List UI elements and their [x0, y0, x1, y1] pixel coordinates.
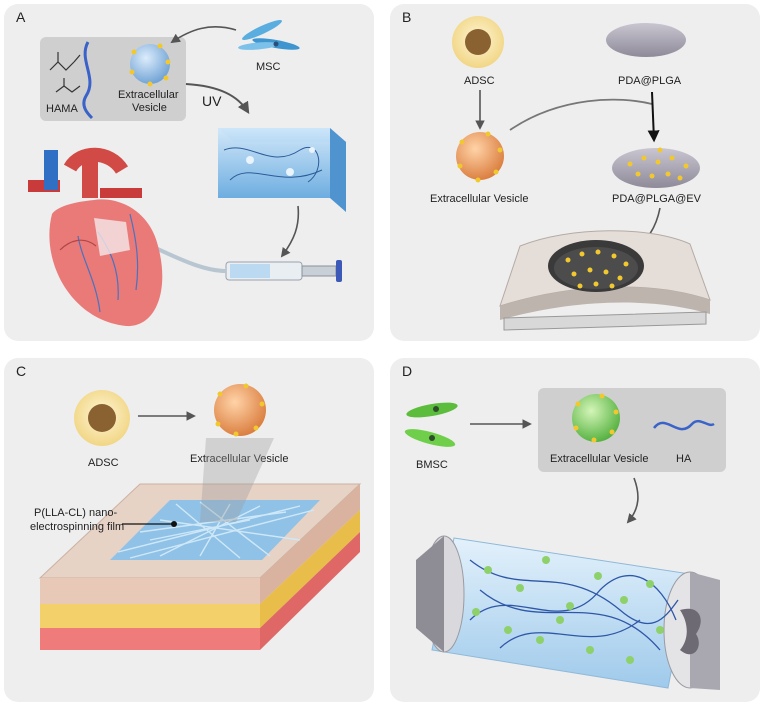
conduit-ha-fibers	[469, 559, 679, 651]
arrow-to-conduit	[626, 477, 639, 524]
plga-ev-dots	[627, 147, 689, 181]
vesicle-d	[572, 394, 620, 442]
vesicle-c-dots	[215, 383, 265, 437]
ev-label-d: Extracellular Vesicle	[550, 453, 648, 465]
vesicle-b-dots	[457, 131, 503, 183]
arrow-ev-to-merge	[509, 98, 653, 131]
plga-ev-label: PDA@PLGA@EV	[612, 193, 702, 205]
film-label-line2: electrospinning film	[30, 521, 124, 533]
ha-label: HA	[676, 453, 692, 465]
arrow-plga-to-plga-ev	[647, 91, 660, 143]
panel-a-letter: A	[16, 9, 26, 25]
skin-patch	[499, 230, 711, 331]
vesicle-b	[456, 132, 504, 180]
panel-b-letter: B	[402, 9, 411, 25]
bmsc-label: BMSC	[416, 459, 448, 471]
plga-disk	[606, 23, 686, 57]
panel-b: B ADSC PDA@PLGA Extracellular Vesicle PD…	[390, 4, 760, 341]
vesicle-a	[130, 44, 170, 84]
film-pointer-dot	[171, 521, 177, 527]
uv-label: UV	[202, 93, 222, 109]
ev-label-b: Extracellular Vesicle	[430, 193, 528, 205]
bmsc-cells	[404, 402, 458, 447]
vesicle-d-dots	[573, 393, 619, 443]
heart	[28, 147, 163, 327]
hama-chain	[82, 41, 94, 120]
msc-cells	[238, 20, 300, 50]
hama-structure	[49, 52, 81, 93]
nanofibers	[117, 501, 315, 559]
ev-label-a-line1: Extracellular	[118, 89, 179, 101]
skin-block	[38, 483, 362, 650]
arrow-gel-to-syringe	[280, 205, 300, 258]
arrow-msc-to-ev	[170, 26, 237, 44]
arrow-uv	[185, 83, 250, 115]
panel-d-letter: D	[402, 363, 412, 379]
ev-label-c: Extracellular Vesicle	[190, 453, 288, 465]
vesicle-c	[214, 384, 266, 436]
hama-label: HAMA	[46, 103, 78, 115]
panel-c-letter: C	[16, 363, 26, 379]
magnify-beam	[200, 438, 274, 522]
film-label-line1: P(LLA-CL) nano-	[34, 507, 117, 519]
ev-label-a-line2: Vesicle	[132, 102, 167, 114]
plga-label: PDA@PLGA	[618, 75, 682, 87]
panel-a: A HAMA Extracellular Vesicle MSC	[4, 4, 374, 341]
adsc-nucleus-b	[465, 29, 491, 55]
ha-chain	[653, 419, 715, 431]
panel-d: D BMSC Extracellular Vesicle HA	[390, 358, 760, 702]
panel-c: C ADSC Extracellular Vesicle	[4, 358, 374, 702]
vesicle-a-dots	[129, 43, 171, 87]
skin-patch-dots	[565, 249, 629, 289]
msc-label: MSC	[256, 61, 281, 73]
adsc-nucleus-c	[88, 404, 116, 432]
hydrogel-cube	[218, 128, 346, 212]
conduit-vesicles	[472, 556, 664, 664]
adsc-label-c: ADSC	[88, 457, 119, 469]
syringe	[141, 240, 342, 282]
adsc-label-b: ADSC	[464, 75, 495, 87]
